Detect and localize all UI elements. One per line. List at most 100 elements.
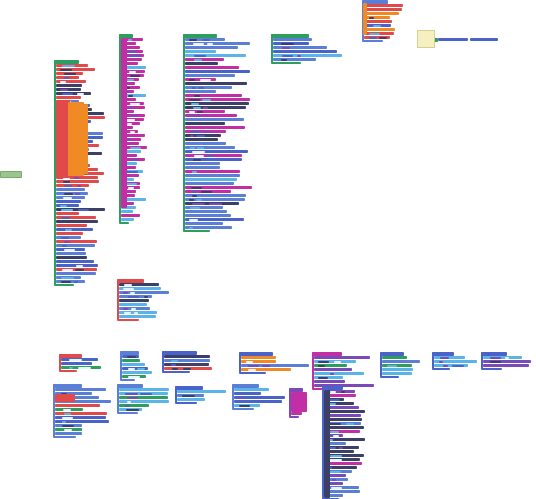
- statement-block[interactable]: [324, 458, 360, 462]
- stack-footer-block[interactable]: [380, 376, 400, 379]
- statement-block[interactable]: [185, 214, 231, 218]
- statement-block[interactable]: [324, 406, 359, 410]
- statement-block[interactable]: [55, 388, 106, 392]
- value-input-pill[interactable]: [194, 94, 200, 97]
- value-input-pill[interactable]: [60, 264, 71, 267]
- value-input-pill[interactable]: [62, 268, 73, 271]
- value-input-pill[interactable]: [128, 303, 140, 306]
- statement-block[interactable]: [122, 371, 152, 375]
- value-input-pill[interactable]: [323, 380, 331, 383]
- statement-block[interactable]: [185, 126, 245, 130]
- value-input-pill[interactable]: [64, 72, 76, 75]
- value-input-pill[interactable]: [172, 367, 178, 370]
- stack-footer-block[interactable]: [239, 372, 267, 375]
- value-input-pill[interactable]: [329, 446, 336, 449]
- statement-block[interactable]: [164, 363, 209, 367]
- statement-block[interactable]: [324, 394, 356, 398]
- stack-spine[interactable]: [117, 279, 120, 320]
- value-input-pill[interactable]: [61, 208, 73, 211]
- stack-footer-block[interactable]: [119, 222, 130, 225]
- statement-block[interactable]: [56, 80, 86, 84]
- value-input-pill[interactable]: [452, 364, 464, 367]
- value-input-pill[interactable]: [60, 68, 72, 71]
- stack-spine[interactable]: [162, 351, 165, 372]
- statement-block[interactable]: [121, 190, 136, 194]
- value-input-pill[interactable]: [182, 394, 195, 397]
- statement-block[interactable]: [314, 368, 352, 372]
- statement-block[interactable]: [324, 402, 354, 406]
- value-input-pill[interactable]: [331, 414, 340, 417]
- statement-block[interactable]: [55, 432, 82, 436]
- value-input-pill[interactable]: [131, 307, 136, 310]
- stack-bottom-3[interactable]: [162, 351, 272, 374]
- value-input-pill[interactable]: [330, 454, 342, 457]
- value-input-pill[interactable]: [318, 376, 328, 379]
- value-input-pill[interactable]: [191, 102, 199, 105]
- value-input-pill[interactable]: [443, 364, 448, 367]
- value-input-pill[interactable]: [282, 46, 290, 49]
- value-input-pill[interactable]: [62, 416, 73, 419]
- value-input-pill[interactable]: [61, 216, 70, 219]
- stack-left-main[interactable]: [54, 60, 144, 287]
- value-input-pill[interactable]: [127, 138, 132, 141]
- value-input-pill[interactable]: [126, 408, 139, 411]
- statement-block[interactable]: [121, 206, 136, 210]
- statement-block[interactable]: [121, 142, 139, 146]
- stack-spine[interactable]: [183, 34, 186, 231]
- event-hat-block[interactable]: [322, 386, 343, 390]
- variable-block-group[interactable]: [55, 394, 75, 402]
- statement-block[interactable]: [185, 106, 246, 110]
- statement-block[interactable]: [122, 359, 140, 363]
- statement-block[interactable]: [185, 54, 246, 58]
- value-input-pill[interactable]: [329, 470, 341, 473]
- statement-block[interactable]: [434, 364, 468, 368]
- statement-block[interactable]: [56, 256, 87, 260]
- value-input-pill[interactable]: [125, 86, 130, 89]
- value-input-pill[interactable]: [204, 122, 215, 125]
- statement-block[interactable]: [483, 364, 529, 368]
- statement-block[interactable]: [324, 474, 346, 478]
- value-input-pill[interactable]: [189, 38, 197, 41]
- statement-block[interactable]: [164, 359, 210, 363]
- event-hat-block[interactable]: [289, 388, 303, 392]
- loop-block-arm[interactable]: [84, 104, 88, 174]
- value-input-pill[interactable]: [242, 400, 247, 403]
- value-input-pill[interactable]: [194, 154, 204, 157]
- value-input-pill[interactable]: [192, 150, 205, 153]
- statement-block[interactable]: [185, 70, 250, 74]
- statement-block[interactable]: [55, 400, 111, 404]
- statement-block[interactable]: [185, 42, 250, 46]
- statement-block[interactable]: [382, 368, 413, 372]
- value-input-pill[interactable]: [400, 368, 404, 371]
- value-input-pill[interactable]: [144, 295, 148, 298]
- statement-block[interactable]: [121, 162, 137, 166]
- value-input-pill[interactable]: [246, 360, 253, 363]
- value-input-pill[interactable]: [346, 422, 354, 425]
- statement-block[interactable]: [241, 360, 276, 364]
- value-input-pill[interactable]: [369, 36, 377, 39]
- stack-bottom-tall[interactable]: [322, 386, 404, 499]
- statement-block[interactable]: [177, 398, 205, 402]
- event-hat-block[interactable]: [117, 279, 144, 283]
- statement-block[interactable]: [121, 218, 134, 222]
- value-input-pill[interactable]: [248, 368, 256, 371]
- value-input-pill[interactable]: [189, 78, 195, 81]
- statement-block[interactable]: [55, 404, 100, 408]
- statement-block[interactable]: [56, 240, 97, 244]
- value-input-pill[interactable]: [248, 364, 259, 367]
- value-input-pill[interactable]: [64, 184, 72, 187]
- value-input-pill[interactable]: [183, 367, 191, 370]
- value-input-pill[interactable]: [189, 110, 195, 113]
- stack-bottom-b2[interactable]: [117, 384, 209, 415]
- value-input-pill[interactable]: [129, 54, 141, 57]
- value-input-pill[interactable]: [130, 146, 141, 149]
- statement-block[interactable]: [324, 454, 364, 458]
- value-input-pill[interactable]: [64, 412, 71, 415]
- value-input-pill[interactable]: [202, 98, 211, 101]
- value-input-pill[interactable]: [193, 42, 204, 45]
- value-input-pill[interactable]: [126, 50, 136, 53]
- value-input-pill[interactable]: [192, 86, 196, 89]
- statement-block[interactable]: [119, 299, 149, 303]
- statement-block[interactable]: [121, 194, 135, 198]
- value-input-pill[interactable]: [379, 36, 387, 39]
